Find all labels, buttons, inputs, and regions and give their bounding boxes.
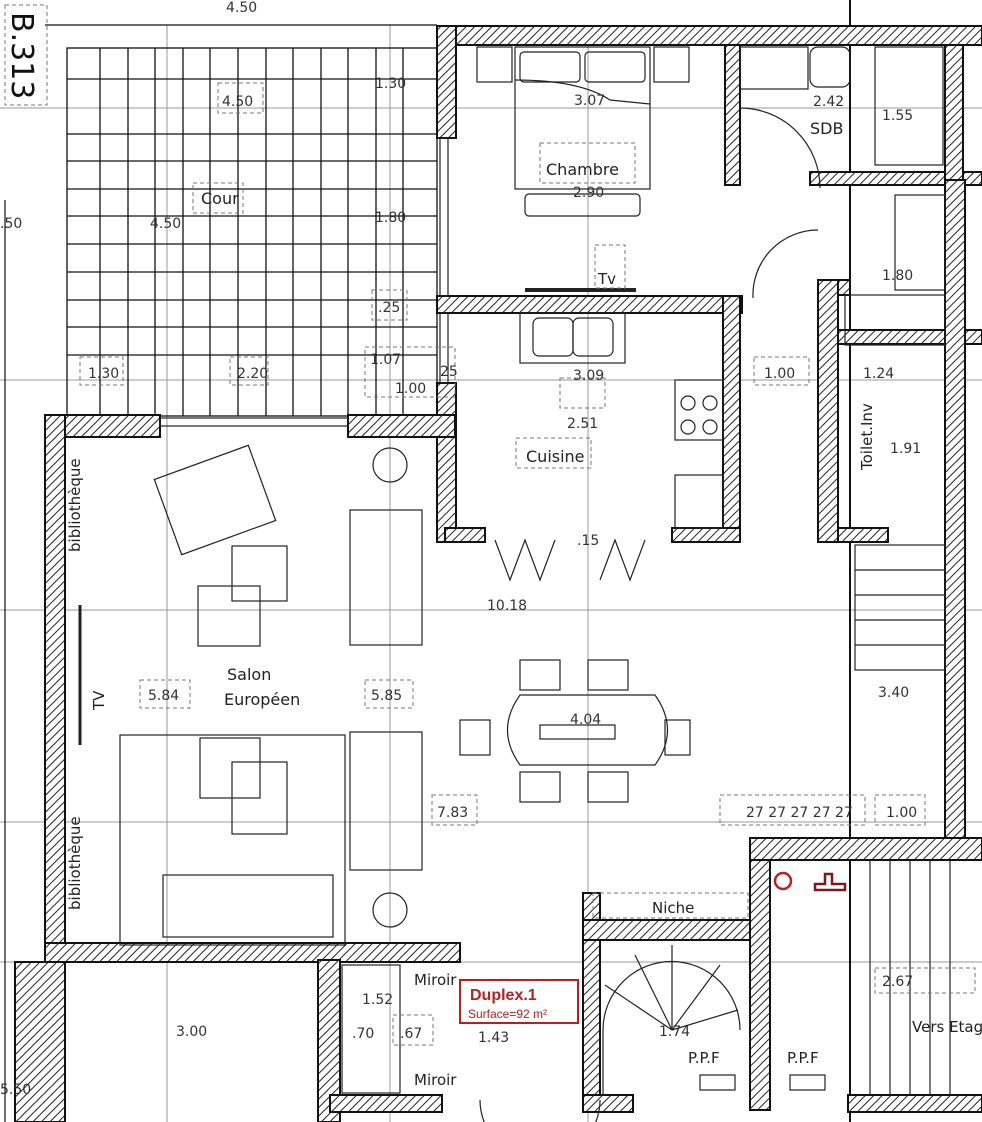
ppf-2-label: P.P.F <box>787 1049 819 1067</box>
dim: .67 <box>400 1026 422 1042</box>
straight-stair <box>773 544 951 1095</box>
cour-tile-grid <box>66 47 438 417</box>
sdb-fixtures <box>739 46 944 299</box>
dim: 1.24 <box>863 366 894 382</box>
dim: 1.00 <box>395 381 426 397</box>
spiral-stair <box>602 945 826 1095</box>
surface-label: Surface=92 m² <box>468 1007 547 1021</box>
dim: 3.09 <box>573 368 604 384</box>
tv-chambre-label: Tv <box>597 270 616 288</box>
dim: 3.07 <box>574 93 605 109</box>
room-cour: Cour <box>201 189 239 208</box>
dim: 5.84 <box>148 688 179 704</box>
vers-etage-label: Vers Etage <box>912 1018 982 1036</box>
dim: 1.43 <box>478 1030 509 1046</box>
dim: 1.52 <box>362 992 393 1008</box>
room-chambre: Chambre <box>546 160 619 179</box>
kitchen-fixtures <box>494 312 724 582</box>
dim: 4.50 <box>222 94 253 110</box>
dim: 1.80 <box>882 268 913 284</box>
room-labels: Cour Chambre SDB Cuisine Salon Européen … <box>66 119 982 1089</box>
dim: .70 <box>352 1026 374 1042</box>
dim: .50 <box>0 216 22 232</box>
dim: 5.50 <box>0 1082 31 1098</box>
room-salon-line2: Européen <box>224 690 300 709</box>
dim: 7.83 <box>437 805 468 821</box>
living-furniture <box>78 444 601 1122</box>
dim: 10.18 <box>487 598 527 614</box>
tv-salon-label: TV <box>90 690 108 711</box>
dim: 2.90 <box>573 185 604 201</box>
dim: .15 <box>577 533 599 549</box>
room-sdb: SDB <box>810 119 843 138</box>
dim: 4.50 <box>226 0 257 16</box>
dim: 1.74 <box>659 1024 690 1040</box>
dim: 2.51 <box>567 416 598 432</box>
toilet-label: Toilet.Inv <box>858 403 876 471</box>
dim: 1.30 <box>375 76 406 92</box>
dim: 25 <box>440 364 458 380</box>
dim: 1.00 <box>764 366 795 382</box>
ppf-1-label: P.P.F <box>688 1049 720 1067</box>
bibliotheque-bottom-label: bibliothèque <box>66 816 84 910</box>
bed <box>476 46 690 292</box>
dim: 1.55 <box>882 108 913 124</box>
dim: .25 <box>378 300 400 316</box>
bibliotheque-top-label: bibliothèque <box>66 458 84 552</box>
wardrobe <box>341 194 946 1094</box>
miroir-top-label: Miroir <box>414 971 457 989</box>
dim: 2.67 <box>882 974 913 990</box>
niche-label: Niche <box>652 899 694 917</box>
dimension-labels: 4.50 4.50 4.50 1.30 1.80 .25 1.30 2.20 1… <box>0 0 921 1098</box>
title-box: Duplex.1 Surface=92 m² <box>459 979 579 1024</box>
dim: 4.04 <box>570 712 601 728</box>
miroir-bottom-label: Miroir <box>414 1071 457 1089</box>
dim: 3.00 <box>176 1024 207 1040</box>
dim: 3.40 <box>878 685 909 701</box>
windows <box>159 137 449 427</box>
room-salon-line1: Salon <box>227 665 271 684</box>
sheet-code: B.313 <box>4 12 39 99</box>
dim: 1.07 <box>370 352 401 368</box>
dim: 27 27 27 27 27 <box>746 805 853 821</box>
dim: 4.50 <box>150 216 181 232</box>
annotation-boxes <box>4 4 976 1046</box>
room-cuisine: Cuisine <box>526 447 585 466</box>
dim: 1.00 <box>886 805 917 821</box>
dim: 2.42 <box>813 94 844 110</box>
walls <box>14 25 982 1122</box>
dim: 5.85 <box>371 688 402 704</box>
duplex-name: Duplex.1 <box>470 987 537 1004</box>
dim: 1.80 <box>375 210 406 226</box>
dim: 1.30 <box>88 366 119 382</box>
dim: 2.20 <box>237 366 268 382</box>
dining-table <box>459 659 691 803</box>
dim: 1.91 <box>890 441 921 457</box>
